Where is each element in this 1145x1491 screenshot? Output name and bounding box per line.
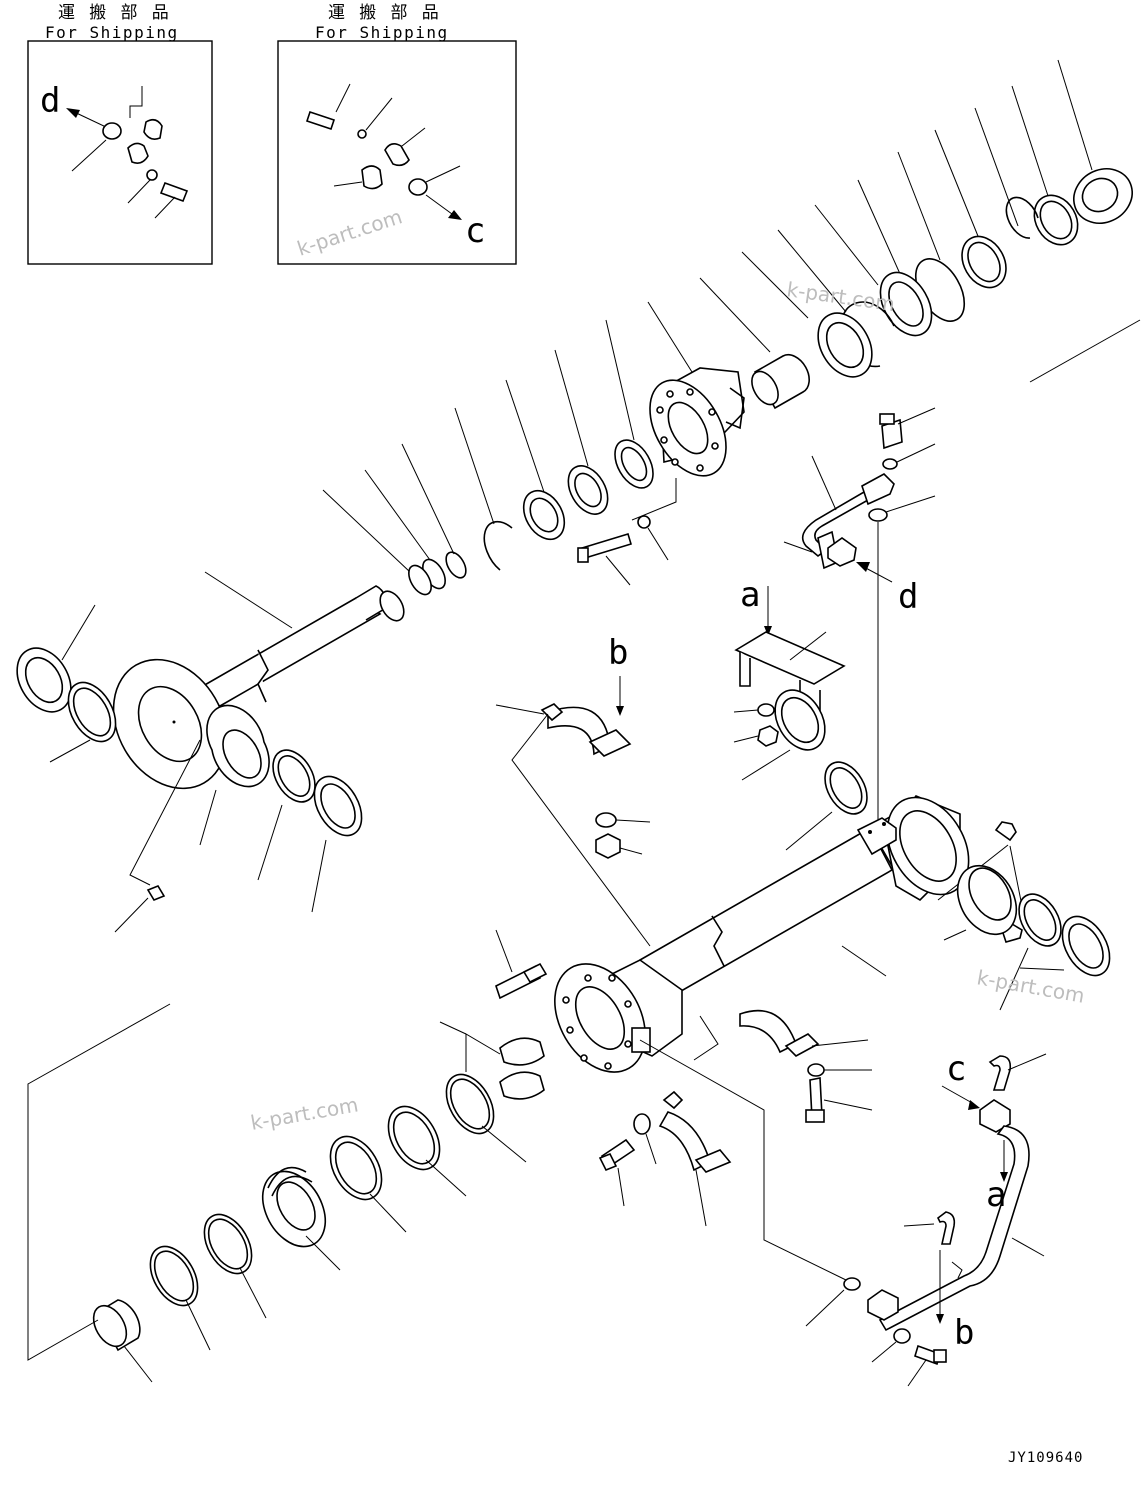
dust-seal-part [1061, 915, 1111, 977]
rod-head-seal-set [322, 59, 1141, 596]
seal-ring-part [1018, 893, 1062, 947]
shipping-box-1-title-jp: 運 搬 部 品 [58, 3, 171, 23]
split-flange-part [499, 1071, 545, 1100]
shipping-box-2-letter: c [465, 211, 485, 251]
cylinder-head-part [649, 367, 745, 477]
wear-ring-part [387, 1105, 441, 1171]
bushing-part [956, 864, 1018, 936]
washer-part [882, 458, 898, 470]
seal-ring-part [67, 681, 117, 743]
backup-ring-part [445, 551, 467, 579]
rod-eye-seal-set [16, 604, 363, 933]
washer-part [595, 812, 617, 828]
callout-b-top: b [608, 633, 628, 673]
washer-part [807, 1063, 825, 1077]
shipping-box-2-title-jp: 運 搬 部 品 [328, 3, 441, 23]
split-flange-part [499, 1037, 545, 1066]
drawing-number: JY109640 [1008, 1450, 1083, 1466]
band-clamp-b-assembly: b [495, 633, 651, 947]
upper-pipe-assembly: d [783, 407, 936, 838]
shipping-box-1-letter: d [40, 81, 60, 121]
o-ring-part [843, 1277, 861, 1291]
o-ring-part [868, 508, 888, 522]
grease-fitting-part [146, 885, 166, 901]
watermark-2: k-part.com [785, 277, 896, 316]
nut-part [595, 833, 621, 859]
o-ring-part [408, 564, 432, 596]
bottom-eye-seal-set [937, 821, 1111, 1011]
pipe-part [801, 490, 870, 558]
washer-part [893, 1328, 911, 1344]
seal-ring-part [203, 1213, 253, 1275]
washer-part [146, 169, 158, 181]
nut-part [757, 725, 779, 747]
pipe-part [878, 1125, 1030, 1332]
dust-seal-part [16, 647, 72, 713]
buffer-ring-part [961, 235, 1007, 289]
callout-c: c [946, 1049, 966, 1089]
bushing-part [206, 704, 270, 788]
bolt-part [305, 110, 336, 131]
split-flange-assembly [439, 929, 548, 1100]
watermark-3: k-part.com [975, 965, 1086, 1008]
seal-part [614, 439, 654, 489]
half-clamp-part [384, 142, 410, 167]
bolt-part [159, 181, 189, 203]
seal-ring-part [445, 1073, 495, 1135]
bracket-part [734, 631, 846, 685]
watermark-4: k-part.com [249, 1092, 360, 1135]
packing-part [522, 489, 566, 541]
seal-ring-part [149, 1245, 199, 1307]
snap-ring-part [1033, 194, 1079, 246]
dust-seal-part [313, 775, 363, 837]
o-ring-part [102, 122, 122, 140]
piston-rod-part [112, 571, 405, 790]
seal-ring-part [272, 749, 316, 803]
flange-pad-part [856, 817, 897, 856]
lower-pipe-assembly: c a b [867, 1049, 1047, 1387]
seal-ring-part [824, 761, 868, 815]
flange-part [979, 1099, 1011, 1133]
callout-d: d [898, 577, 918, 617]
flange-part [827, 537, 857, 567]
dust-seal-part [1073, 168, 1133, 224]
half-clamp-part [127, 142, 149, 164]
washer-part [757, 703, 775, 717]
callout-b-pipe: b [954, 1313, 974, 1353]
bolt-part [581, 533, 632, 559]
o-ring-part [408, 178, 428, 196]
band-clamp-lower-assembly [598, 1009, 873, 1227]
washer-part [633, 1113, 651, 1135]
shipping-box-2-frame [277, 40, 517, 265]
snap-ring-part [483, 520, 513, 571]
flange-part [867, 1289, 899, 1321]
cylinder-tube-part [554, 795, 970, 1327]
washer-part [357, 129, 367, 139]
shipping-box-1-frame [27, 40, 213, 265]
wear-ring-part [567, 465, 609, 515]
shipping-box-2: 運 搬 部 品 For Shipping c [277, 3, 517, 265]
clip-part [936, 1211, 956, 1245]
half-clamp-part [143, 118, 163, 140]
bushing-part [817, 312, 873, 378]
shipping-box-2-title-en: For Shipping [315, 23, 449, 42]
clip-part [988, 1055, 1012, 1091]
tube-seal-set [741, 689, 868, 851]
retaining-ring-part [1005, 196, 1039, 239]
shipping-box-1: 運 搬 部 品 For Shipping d [27, 3, 213, 265]
watermark-1: k-part.com [294, 204, 405, 260]
piston-seal-set [27, 1003, 527, 1383]
washer-part [637, 515, 651, 529]
bushing-part [774, 689, 826, 751]
wear-ring-part [329, 1135, 383, 1201]
shipping-box-1-title-en: For Shipping [45, 23, 179, 42]
callout-a-pipe: a [986, 1175, 1006, 1215]
callout-a-top: a [740, 575, 760, 615]
half-clamp-part [361, 165, 383, 190]
